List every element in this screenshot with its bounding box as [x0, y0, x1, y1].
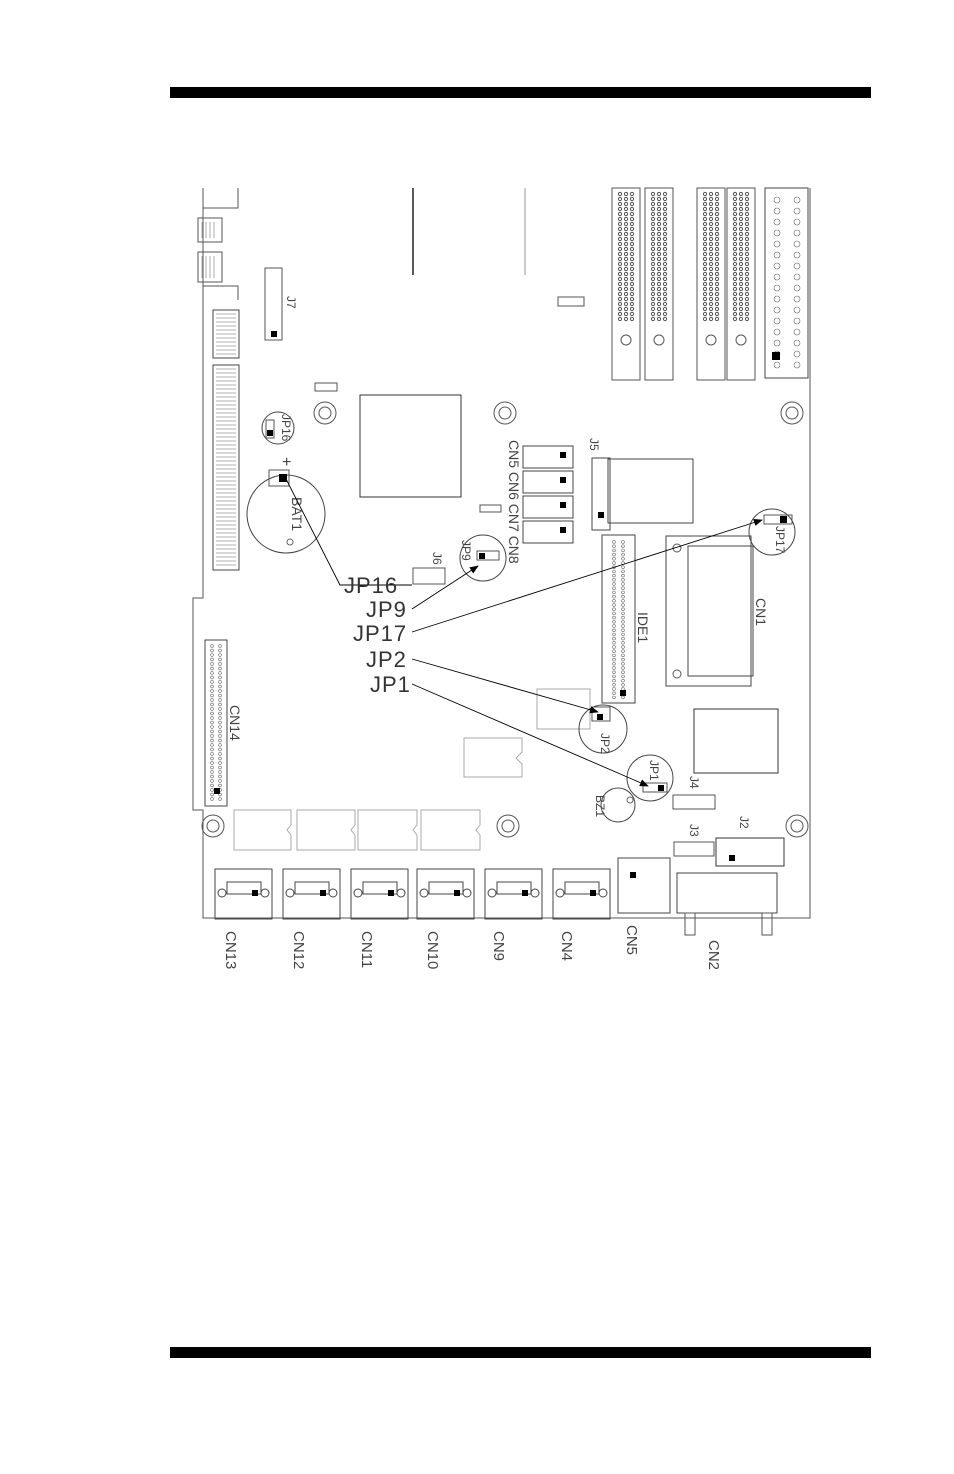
mount-hole [202, 815, 224, 837]
ide1-label: IDE1 [635, 612, 651, 643]
cn5-cn8-label: CN5 CN6 CN7 CN8 [506, 440, 522, 564]
chip-right [694, 709, 778, 773]
j4-label: J4 [687, 776, 701, 789]
bat1-battery [247, 475, 325, 553]
cn2-connector [677, 873, 777, 913]
cn14-label: CN14 [227, 705, 243, 741]
callout-jp1: JP1 [370, 674, 411, 696]
ide1-connector [602, 535, 635, 703]
jp16-circle-label: JP16 [279, 414, 293, 442]
bz1-label: BZ1 [593, 795, 607, 817]
j7-label: J7 [284, 296, 298, 309]
pci-edge-long [213, 365, 239, 570]
dimm-slot [697, 188, 725, 380]
jp9-circle-label: JP9 [459, 540, 473, 561]
mount-hole [494, 402, 516, 424]
callout-jp2: JP2 [366, 649, 407, 671]
jp2-circle-label: JP2 [598, 733, 612, 754]
small-jumper-top [315, 383, 337, 391]
chip-faint [537, 689, 590, 729]
bat1-label: BAT1 [289, 497, 305, 531]
jumper-mid-top [558, 297, 584, 306]
cn1-label: CN1 [753, 598, 769, 626]
j3-header [674, 842, 714, 856]
j2-header [716, 838, 784, 866]
lan-block [608, 459, 693, 523]
callout-jp16: JP16 [344, 575, 398, 597]
callout-jp17: JP17 [353, 623, 407, 645]
small-jumper-mid [480, 505, 501, 512]
jp17-circle-label: JP17 [773, 526, 787, 554]
j3-label: J3 [687, 824, 701, 837]
cn5-bottom-connector [618, 858, 670, 913]
mount-hole [781, 402, 803, 424]
jp1-circle-label: JP1 [647, 760, 661, 781]
callout-jp9: JP9 [366, 599, 407, 621]
mount-hole [314, 402, 336, 424]
cn14-connector [205, 640, 227, 806]
j6-header [413, 568, 445, 584]
dimm-slot [645, 188, 673, 380]
j4-header [673, 795, 715, 809]
jp17-circle [749, 509, 795, 555]
dimm-slot [727, 188, 755, 380]
plus-sign: + [282, 454, 291, 471]
cn1-connector [666, 536, 751, 686]
cpu-chip [360, 395, 461, 497]
j7-header [265, 268, 282, 340]
dimm-slot [612, 188, 640, 380]
mount-hole [786, 815, 808, 837]
j5-header [592, 458, 610, 530]
j5-label: J5 [587, 438, 601, 451]
j2-label: J2 [737, 816, 751, 829]
j6-label: J6 [430, 552, 444, 565]
right-slot-connector [765, 188, 808, 378]
mount-hole [497, 815, 519, 837]
chip-faint-2 [464, 738, 522, 777]
